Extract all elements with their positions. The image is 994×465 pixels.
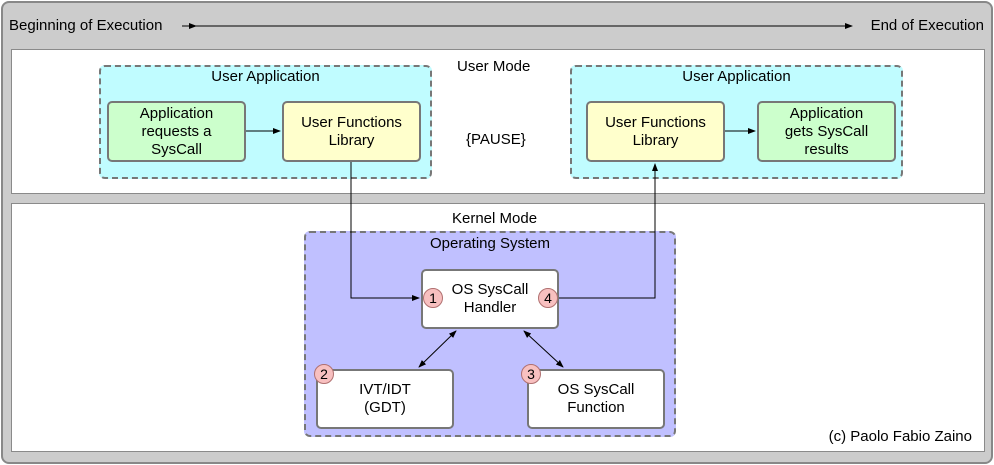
step-badge-1: 1 [423, 288, 443, 308]
os-syscall-handler-box[interactable]: OS SysCall Handler [421, 269, 559, 329]
ivt-idt-box[interactable]: IVT/IDT (GDT) [316, 369, 454, 429]
app-requests-syscall-box[interactable]: Application requests a SysCall [107, 101, 246, 162]
app-gets-syscall-results-box[interactable]: Application gets SysCall results [757, 101, 896, 162]
os-syscall-function-box[interactable]: OS SysCall Function [527, 369, 665, 429]
operating-system-title: Operating System [429, 235, 551, 252]
kernel-mode-title: Kernel Mode [452, 210, 538, 227]
step-badge-2: 2 [314, 364, 334, 384]
timeline-end-label: End of Execution [870, 17, 984, 34]
user-functions-library-left-box[interactable]: User Functions Library [282, 101, 421, 162]
step-badge-4: 4 [538, 288, 558, 308]
pause-label: {PAUSE} [466, 131, 526, 148]
user-mode-title: User Mode [457, 58, 531, 75]
step-badge-3: 3 [521, 364, 541, 384]
user-application-title-right: User Application [682, 68, 791, 85]
user-application-title-left: User Application [211, 68, 320, 85]
timeline-start-label: Beginning of Execution [9, 17, 163, 34]
copyright-label: (c) Paolo Fabio Zaino [828, 428, 972, 445]
user-functions-library-right-box[interactable]: User Functions Library [586, 101, 725, 162]
